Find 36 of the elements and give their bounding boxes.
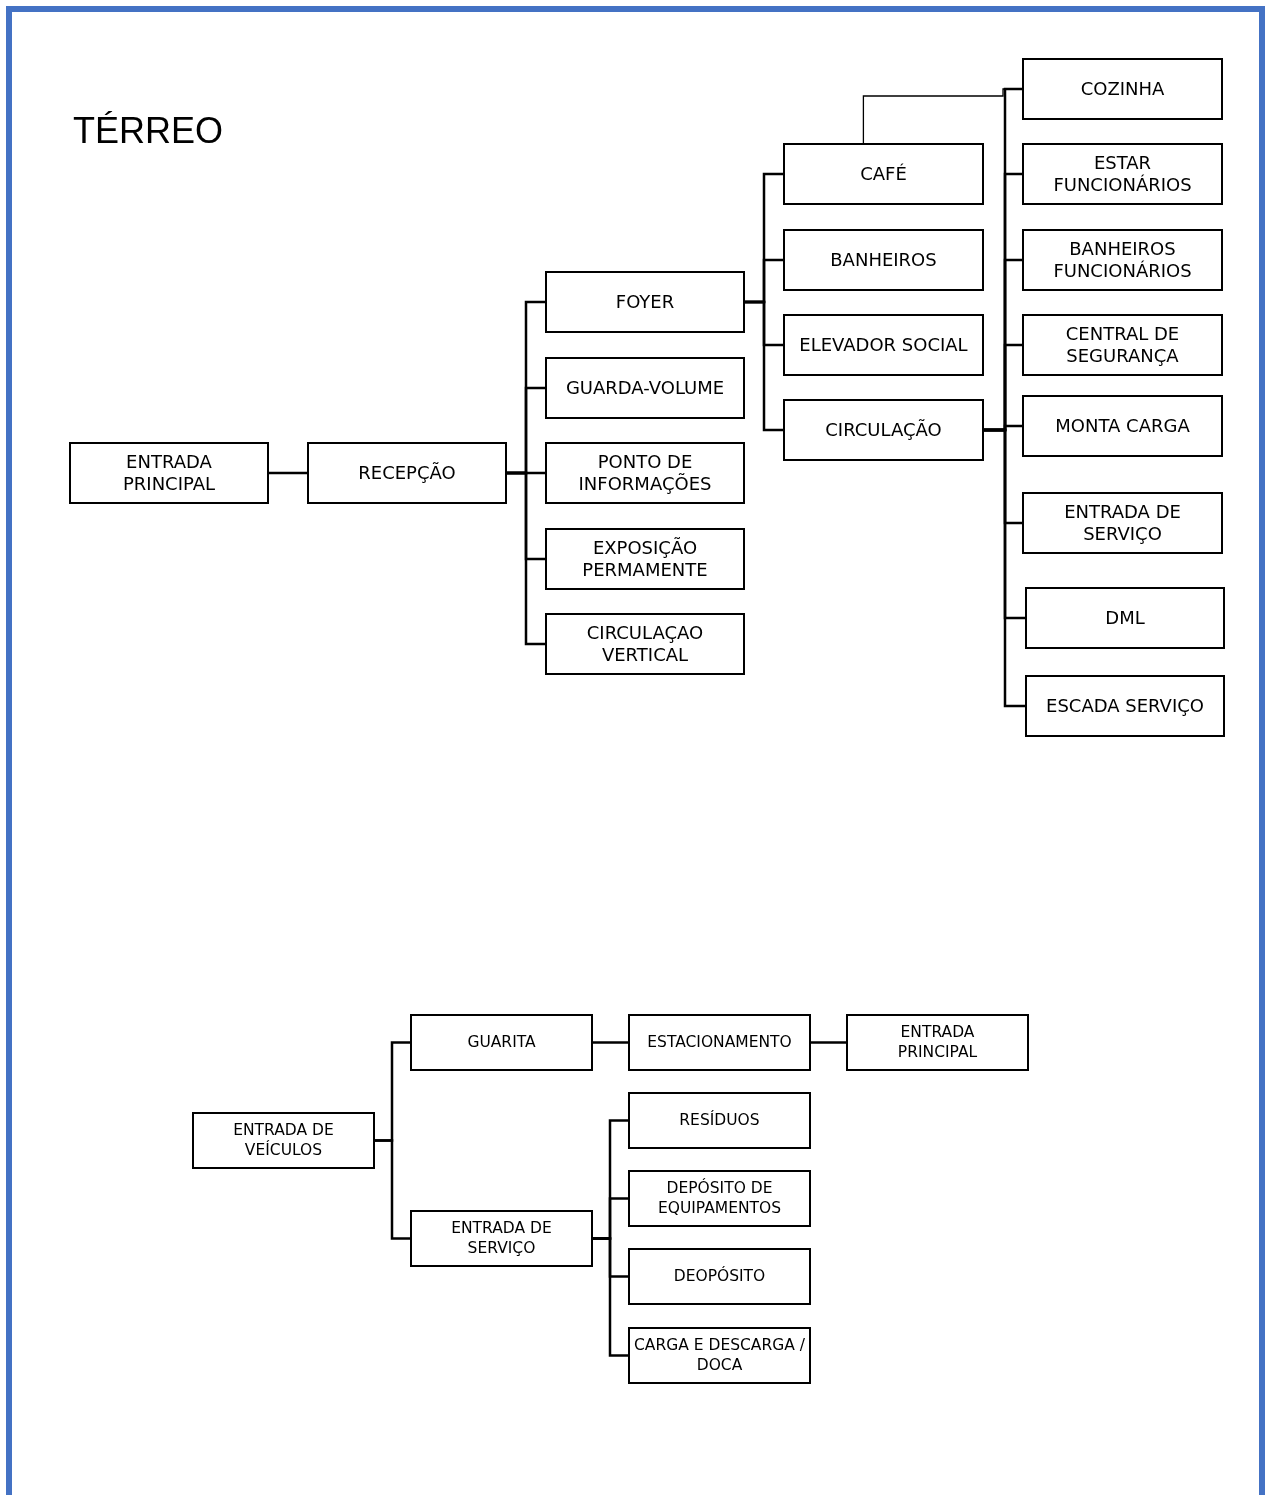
room-box: CARGA E DESCARGA / DOCA <box>628 1327 811 1384</box>
room-box: GUARITA <box>410 1014 593 1071</box>
room-box: ESCADA SERVIÇO <box>1025 675 1225 737</box>
connector-line <box>269 471 307 475</box>
room-box: RESÍDUOS <box>628 1092 811 1149</box>
room-box: RECEPÇÃO <box>307 442 507 504</box>
room-box: ENTRADA DE SERVIÇO <box>410 1210 593 1267</box>
diagram-title: TÉRREO <box>73 110 223 152</box>
room-box: DEPÓSITO DE EQUIPAMENTOS <box>628 1170 811 1227</box>
room-box: CIRCULAÇAO VERTICAL <box>545 613 745 675</box>
room-box: ENTRADA DE VEÍCULOS <box>192 1112 375 1169</box>
connector-line <box>593 1041 628 1044</box>
room-box: ENTRADA PRINCIPAL <box>69 442 269 504</box>
room-box: GUARDA-VOLUME <box>545 357 745 419</box>
room-box: DML <box>1025 587 1225 649</box>
room-box: CENTRAL DE SEGURANÇA <box>1022 314 1223 376</box>
room-box: CAFÉ <box>783 143 984 205</box>
room-box: ENTRADA DE SERVIÇO <box>1022 492 1223 554</box>
room-box: ENTRADA PRINCIPAL <box>846 1014 1029 1071</box>
room-box: BANHEIROS <box>783 229 984 291</box>
room-box: ESTAR FUNCIONÁRIOS <box>1022 143 1223 205</box>
room-box: EXPOSIÇÃO PERMAMENTE <box>545 528 745 590</box>
room-box: ELEVADOR SOCIAL <box>783 314 984 376</box>
room-box: MONTA CARGA <box>1022 395 1223 457</box>
room-box: DEOPÓSITO <box>628 1248 811 1305</box>
room-box: ESTACIONAMENTO <box>628 1014 811 1071</box>
connector-line <box>811 1041 846 1044</box>
room-box: COZINHA <box>1022 58 1223 120</box>
room-box: PONTO DE INFORMAÇÕES <box>545 442 745 504</box>
connector-line <box>507 471 545 646</box>
connector-line <box>375 1139 410 1240</box>
room-box: CIRCULAÇÃO <box>783 399 984 461</box>
room-box: FOYER <box>545 271 745 333</box>
connector-line <box>745 300 783 432</box>
connector-line <box>984 428 1025 708</box>
room-box: BANHEIROS FUNCIONÁRIOS <box>1022 229 1223 291</box>
